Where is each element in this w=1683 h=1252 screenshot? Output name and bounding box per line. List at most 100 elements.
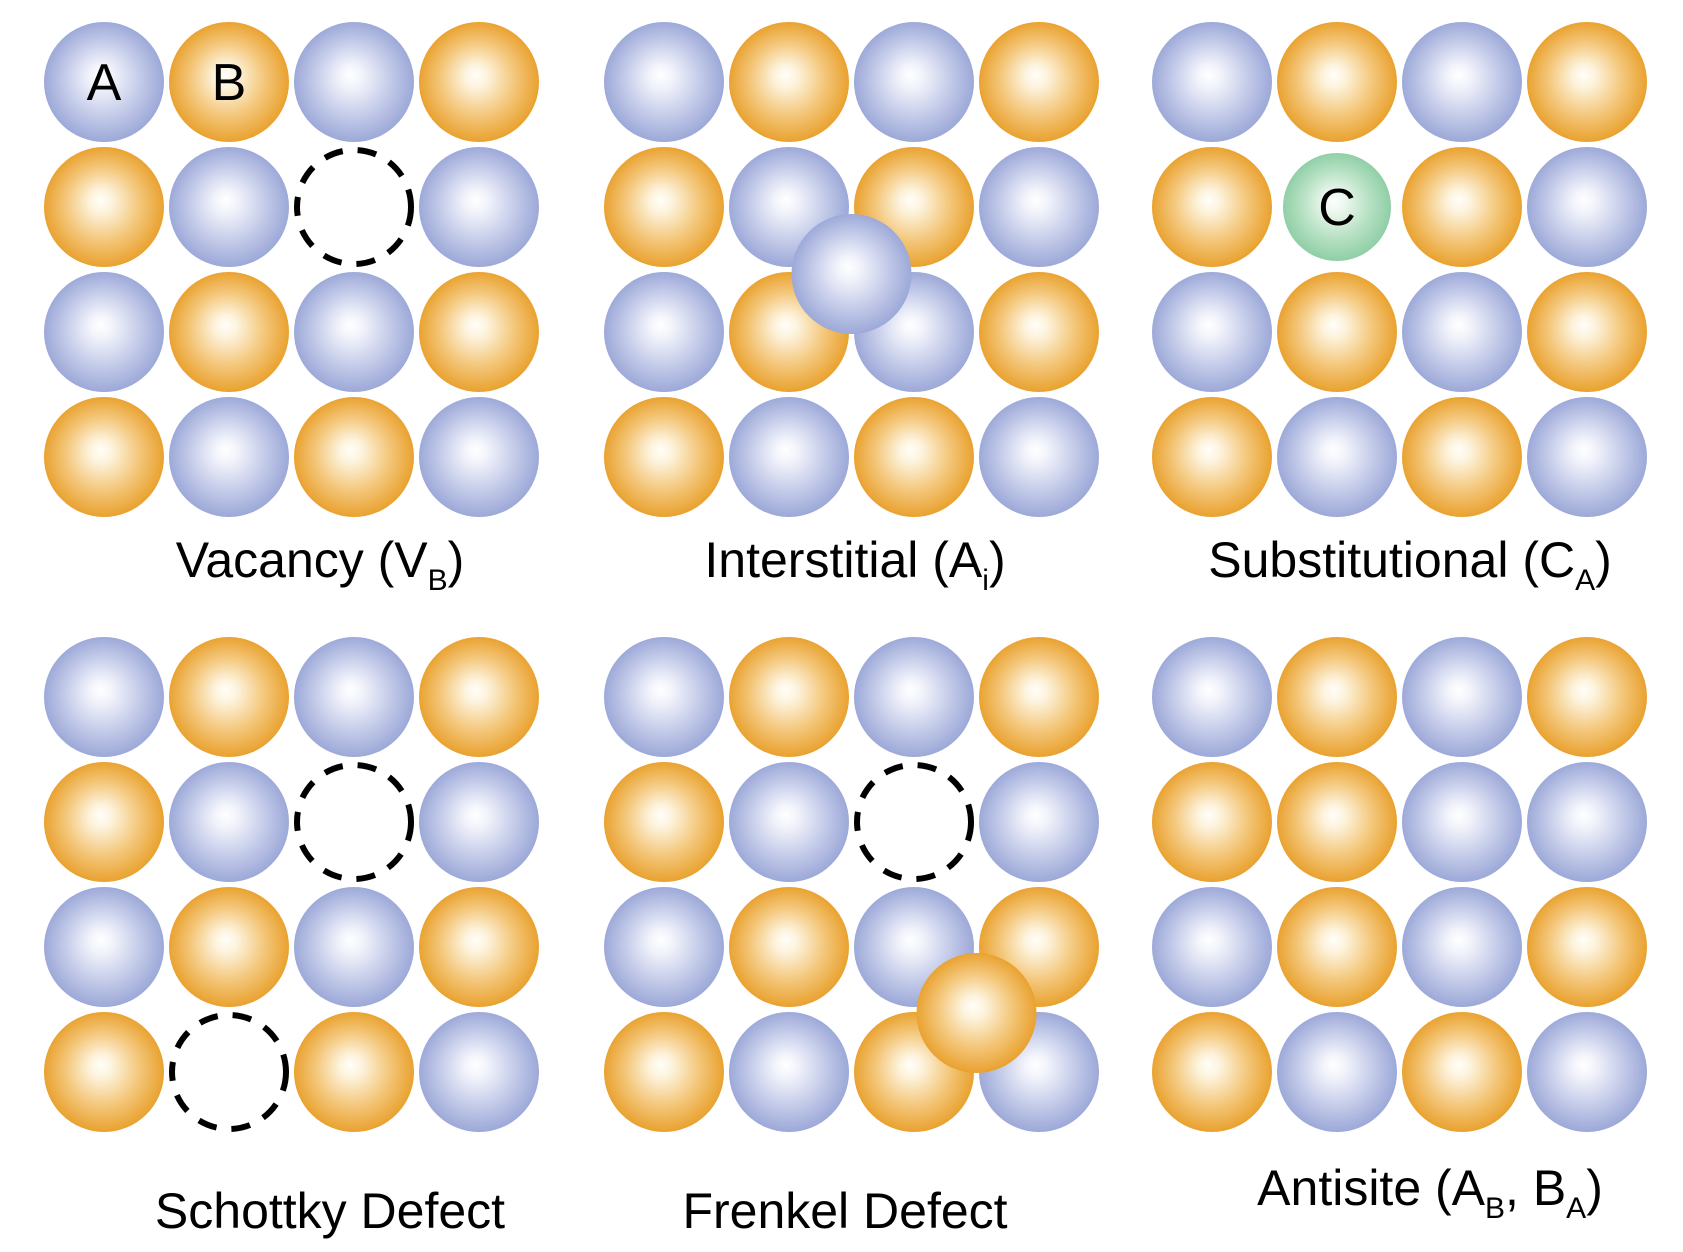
atom-a <box>1402 22 1522 142</box>
panel-schottky: Schottky Defect <box>44 637 539 1239</box>
atom-a <box>1152 637 1272 757</box>
atom-b <box>419 22 539 142</box>
atom-b <box>729 887 849 1007</box>
atom-b <box>979 22 1099 142</box>
atom-b <box>169 637 289 757</box>
atom-a <box>169 397 289 517</box>
label-text: ) <box>1586 1160 1603 1216</box>
atom-b <box>44 147 164 267</box>
atom-a <box>294 22 414 142</box>
atom-b <box>1402 397 1522 517</box>
atom-b <box>419 887 539 1007</box>
atom-a <box>979 762 1099 882</box>
vacancy-circle <box>294 147 414 267</box>
atom-a <box>419 397 539 517</box>
atom-b <box>979 272 1099 392</box>
vacancy-circle <box>169 1012 289 1132</box>
atom-a <box>419 1012 539 1132</box>
atom-b <box>44 762 164 882</box>
label-subscript: A <box>1575 564 1595 597</box>
atom-b <box>729 22 849 142</box>
atom-a <box>1402 762 1522 882</box>
atom-c-substitutional <box>1283 153 1391 261</box>
atom-b <box>44 1012 164 1132</box>
panel-substitutional: C Substitutional (CA) <box>1152 22 1647 597</box>
atom-a <box>1402 887 1522 1007</box>
atom-type-a-label: A <box>87 54 122 112</box>
atom-b <box>1277 637 1397 757</box>
atom-b <box>1152 762 1272 882</box>
atom-b <box>1527 272 1647 392</box>
atom-a <box>169 147 289 267</box>
panel-antisite: Antisite (AB, BA) <box>1152 637 1647 1225</box>
atom-a <box>854 22 974 142</box>
interstitial-atom-a <box>791 214 912 334</box>
atom-a <box>1527 397 1647 517</box>
atom-a <box>854 637 974 757</box>
atom-a <box>294 887 414 1007</box>
atom-a <box>419 762 539 882</box>
atom-b <box>419 272 539 392</box>
atom-a <box>294 272 414 392</box>
vacancy-circle <box>854 762 974 882</box>
atom-a <box>44 272 164 392</box>
interstitial-atom-b <box>916 953 1037 1073</box>
atom-b <box>1152 147 1272 267</box>
atom-b <box>604 762 724 882</box>
atom-a <box>1152 22 1272 142</box>
label-text: Frenkel Defect <box>682 1183 1007 1239</box>
atom-b <box>979 637 1099 757</box>
atom-b <box>294 1012 414 1132</box>
atom-b <box>169 272 289 392</box>
atom-b <box>1277 762 1397 882</box>
atom-a <box>979 147 1099 267</box>
atom-a <box>294 637 414 757</box>
atom-type-b-label: B <box>212 54 247 112</box>
panel-label-vacancy: Vacancy (VB) <box>176 532 465 597</box>
atom-b <box>1527 22 1647 142</box>
label-text: Interstitial (A <box>704 532 983 588</box>
atom-b <box>44 397 164 517</box>
label-text: ) <box>1595 532 1612 588</box>
label-text: ) <box>448 532 465 588</box>
atom-a <box>1527 1012 1647 1132</box>
atom-a <box>1152 272 1272 392</box>
label-subscript: B <box>428 564 448 597</box>
atom-b <box>1152 397 1272 517</box>
label-text: ) <box>989 532 1006 588</box>
panel-frenkel: Frenkel Defect <box>604 637 1099 1239</box>
atom-b <box>1277 22 1397 142</box>
panel-label-substitutional: Substitutional (CA) <box>1208 532 1612 597</box>
atom-a <box>604 272 724 392</box>
atom-b <box>1277 887 1397 1007</box>
label-subscript: i <box>982 564 989 597</box>
atom-a <box>44 637 164 757</box>
label-subscript: B <box>1485 1192 1505 1225</box>
atom-type-c-label: C <box>1318 179 1356 237</box>
label-text: Substitutional (C <box>1208 532 1575 588</box>
atom-b <box>1402 147 1522 267</box>
atom-a <box>729 1012 849 1132</box>
atom-a <box>1527 147 1647 267</box>
vacancy-circle <box>294 762 414 882</box>
atom-b <box>294 397 414 517</box>
atom-a <box>1402 637 1522 757</box>
panel-interstitial: Interstitial (Ai) <box>604 22 1099 597</box>
atom-a <box>1527 762 1647 882</box>
atom-a <box>169 762 289 882</box>
atom-b <box>1402 1012 1522 1132</box>
atom-a <box>44 887 164 1007</box>
atom-b <box>729 637 849 757</box>
atom-b <box>169 887 289 1007</box>
atom-b <box>169 22 289 142</box>
label-text: , B <box>1505 1160 1566 1216</box>
atom-a <box>1277 397 1397 517</box>
atom-a <box>604 637 724 757</box>
atom-a <box>604 22 724 142</box>
panel-label-interstitial: Interstitial (Ai) <box>704 532 1005 597</box>
panel-label-antisite: Antisite (AB, BA) <box>1257 1160 1603 1225</box>
label-text: Antisite (A <box>1257 1160 1486 1216</box>
label-text: Schottky Defect <box>155 1183 505 1239</box>
